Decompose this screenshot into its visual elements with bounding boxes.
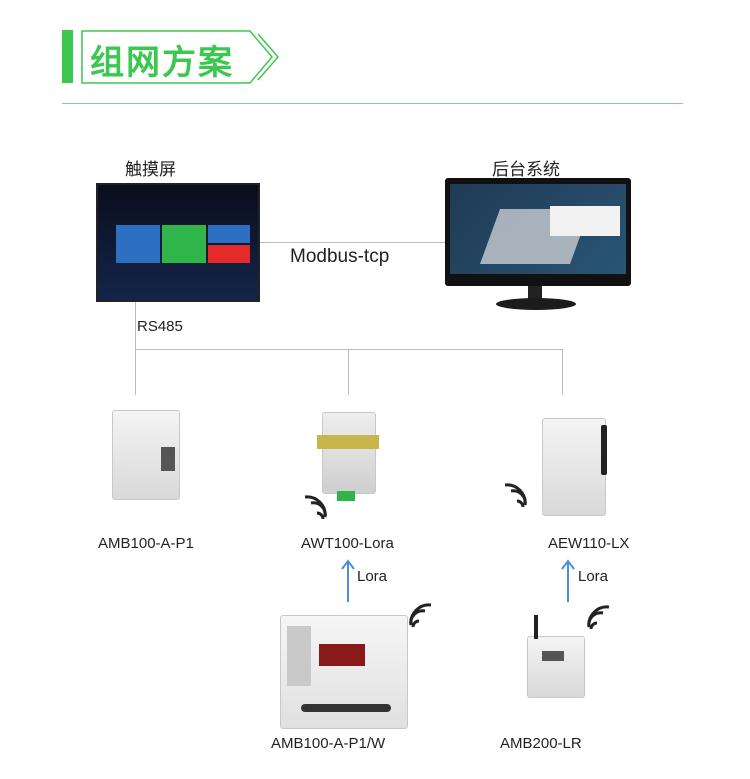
title-accent-bar — [62, 30, 73, 83]
monitor-stand — [528, 286, 542, 300]
bus-drop-2 — [348, 349, 349, 395]
lora-arrow-right — [561, 559, 575, 602]
amb100w-device-image — [280, 615, 408, 729]
device-label-amb100w: AMB100-A-P1/W — [271, 735, 386, 752]
backend-label: 后台系统 — [492, 160, 560, 179]
lora-label-left: Lora — [357, 568, 388, 585]
title-frame — [81, 30, 279, 84]
device-label-awt100: AWT100-Lora — [301, 535, 394, 552]
monitor-image — [445, 178, 631, 286]
touchscreen-label: 触摸屏 — [125, 160, 176, 179]
bus-drop-3 — [562, 349, 563, 395]
touchscreen-image — [96, 183, 260, 302]
device-label-amb200: AMB200-LR — [500, 735, 582, 752]
page-title: 组网方案 — [90, 44, 234, 82]
wireless-icon — [409, 603, 432, 628]
amb200-device-image — [527, 615, 585, 698]
modbus-label: Modbus-tcp — [290, 246, 390, 267]
device-label-aew110: AEW110-LX — [548, 535, 630, 552]
wireless-icon — [587, 605, 610, 630]
wireless-icon — [304, 495, 327, 520]
wireless-icon — [504, 483, 527, 508]
monitor-base — [496, 298, 576, 310]
amb100-device-image — [112, 410, 180, 500]
rs485-bus-vertical — [135, 302, 136, 395]
modbus-link — [260, 242, 445, 243]
rs485-label: RS485 — [137, 318, 183, 335]
lora-label-right: Lora — [578, 568, 609, 585]
device-label-amb100: AMB100-A-P1 — [98, 535, 194, 552]
awt100-device-image — [317, 412, 379, 501]
lora-arrow-left — [341, 559, 355, 602]
header-divider — [62, 103, 683, 104]
aew110-device-image — [542, 418, 607, 516]
